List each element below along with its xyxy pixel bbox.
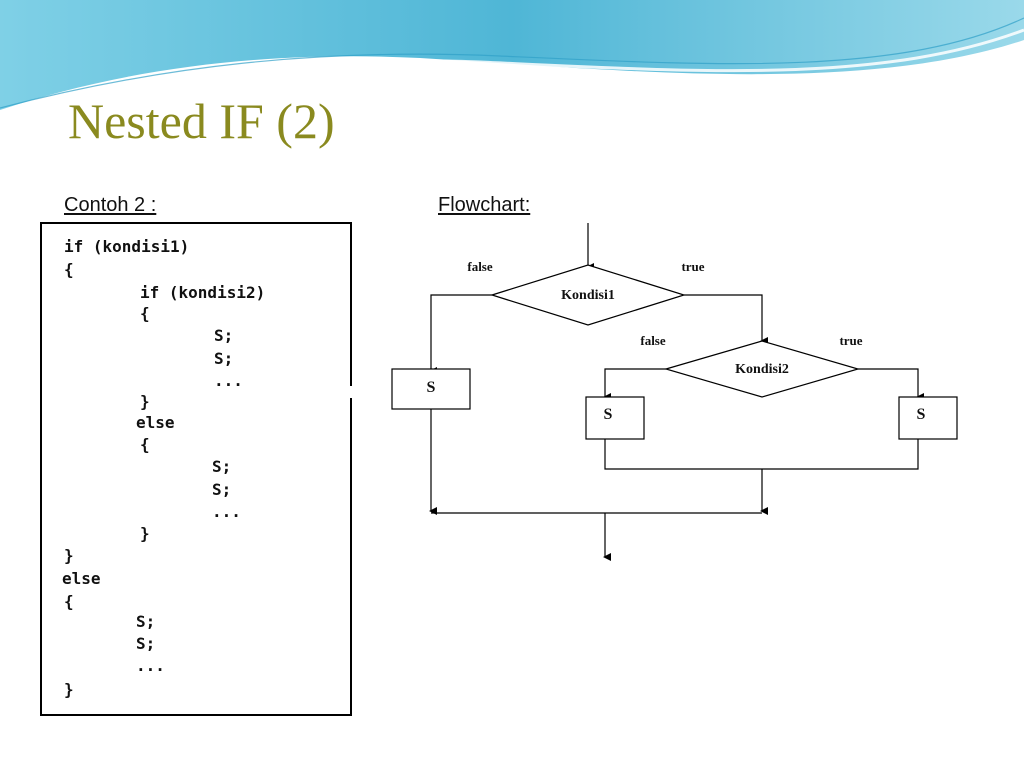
header-wave-highlight xyxy=(0,28,1024,114)
code-line: ... xyxy=(214,371,243,390)
header-wave xyxy=(0,0,1024,110)
code-line: if (kondisi2) xyxy=(140,283,266,302)
code-line: S; xyxy=(136,612,156,631)
kondisi1-true-connector xyxy=(684,294,768,345)
code-line: { xyxy=(64,260,74,279)
kondisi2-true-connector xyxy=(858,368,924,401)
code-line: S; xyxy=(212,480,232,499)
statement-label: S xyxy=(917,406,926,423)
example-caption: Contoh 2 : xyxy=(64,194,157,216)
code-line: else xyxy=(62,569,101,588)
code-line: } xyxy=(140,524,150,543)
flowchart-caption: Flowchart: xyxy=(438,194,531,216)
code-line: { xyxy=(64,592,74,611)
kondisi2-true-label: true xyxy=(839,333,862,348)
inner-merge-connector xyxy=(604,439,919,470)
code-line: S; xyxy=(214,349,234,368)
code-line: else xyxy=(136,413,175,432)
code-line: } xyxy=(64,546,74,565)
header-wave-line xyxy=(0,17,1024,109)
code-line: S; xyxy=(214,326,234,345)
kondisi2-false-connector xyxy=(603,368,666,401)
code-box-gap xyxy=(345,386,359,398)
kondisi1-label: Kondisi1 xyxy=(561,288,615,303)
slide-title: Nested IF (2) xyxy=(68,93,335,149)
kondisi2-false-label: false xyxy=(640,333,666,348)
statement-label: S xyxy=(604,406,613,423)
code-listing xyxy=(40,222,352,716)
statement-box-inner-then xyxy=(898,396,958,440)
kondisi1-false-connector xyxy=(429,294,492,375)
code-line: if (kondisi1) xyxy=(64,237,190,256)
statement-box-inner-else xyxy=(585,396,645,440)
code-line: S; xyxy=(136,634,156,653)
code-line: { xyxy=(140,304,150,323)
code-line: } xyxy=(64,680,74,699)
kondisi2-label: Kondisi2 xyxy=(735,362,789,377)
code-line: ... xyxy=(136,656,165,675)
code-line: ... xyxy=(212,502,241,521)
code-line: { xyxy=(140,435,150,454)
code-line: S; xyxy=(212,457,232,476)
kondisi1-true-label: true xyxy=(681,259,704,274)
statement-label: S xyxy=(427,379,436,396)
kondisi1-false-label: false xyxy=(467,259,493,274)
flowchart: Kondisi1 false true Kondisi2 false true … xyxy=(391,223,958,561)
code-line: } xyxy=(140,392,150,411)
